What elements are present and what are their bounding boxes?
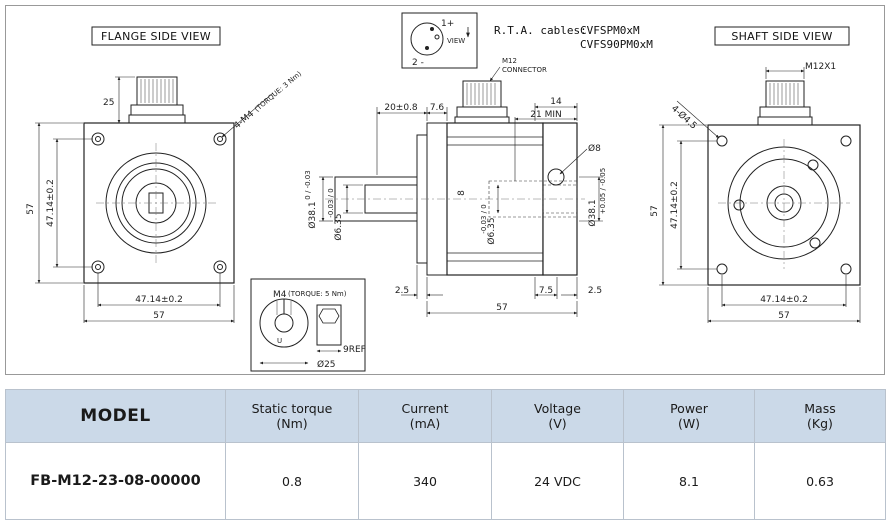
flange-dim-height: 57 xyxy=(26,203,36,214)
side-dim-right-tol: +0.05 / -0.05 xyxy=(599,168,607,214)
header-power: Power(W) xyxy=(623,389,755,443)
cell-model: FB-M12-23-08-00000 xyxy=(5,442,226,520)
cell-mass: 0.63 xyxy=(754,442,886,520)
cell-static-torque: 0.8 xyxy=(225,442,359,520)
side-dim-shaft-tol: 0 / -0.03 xyxy=(304,170,312,199)
spec-table: MODEL Static torque(Nm) Current(mA) Volt… xyxy=(5,389,886,520)
detail-m4: M4 xyxy=(273,290,287,300)
side-dim-14: 14 xyxy=(550,97,562,107)
view-label: VIEW xyxy=(447,37,465,45)
shaft-dim-m12: M12X1 xyxy=(805,62,836,72)
header-voltage: Voltage(V) xyxy=(491,389,624,443)
side-dim-7-6: 7.6 xyxy=(430,103,445,113)
header-mass: Mass(Kg) xyxy=(754,389,886,443)
cable-2: CVFS90PM0xM xyxy=(580,38,653,51)
side-dim-shaft-dia: Ø38.1 xyxy=(307,201,318,228)
side-dim-2-5-right: 2.5 xyxy=(588,286,602,296)
clamp-detail: U M4 (TORQUE: 5 Nm) 9REF Ø25 xyxy=(250,278,366,372)
cell-current: 340 xyxy=(358,442,492,520)
side-dim-bore-tol: -0.03 / 0 xyxy=(480,204,488,233)
side-dim-7-5: 7.5 xyxy=(539,286,553,296)
pin-1-label: 1+ xyxy=(441,19,454,29)
flange-dim-inner-height: 47.14±0.2 xyxy=(46,179,56,227)
shaft-dim-inner-width: 47.14±0.2 xyxy=(760,295,808,305)
side-dim-right-dia: Ø38.1 xyxy=(587,199,598,226)
flange-dim-25: 25 xyxy=(103,98,114,108)
side-dim-21min: 21 MIN xyxy=(530,110,561,120)
side-dim-length: 57 xyxy=(496,303,507,313)
side-dim-shaft-small-tol: -0.03 / 0 xyxy=(327,188,335,217)
flange-side-view: FLANGE SIDE VIEW 25 4-M4 xyxy=(26,26,303,323)
cell-power: 8.1 xyxy=(623,442,755,520)
side-dim-8hole: Ø8 xyxy=(588,143,601,154)
shaft-dim-inner-height: 47.14±0.2 xyxy=(670,181,680,229)
table-row: FB-M12-23-08-00000 0.8 340 24 VDC 8.1 0.… xyxy=(5,442,886,520)
detail-ref: 9REF xyxy=(343,345,366,355)
shaft-view-title: SHAFT SIDE VIEW xyxy=(731,30,832,43)
side-dim-2-5-left: 2.5 xyxy=(395,286,409,296)
cell-voltage: 24 VDC xyxy=(491,442,624,520)
header-static-torque: Static torque(Nm) xyxy=(225,389,359,443)
table-header-row: MODEL Static torque(Nm) Current(mA) Volt… xyxy=(5,389,886,443)
side-dim-bore-dia: Ø6.35 xyxy=(486,217,497,244)
side-view: M12 CONNECTOR Ø8 8 xyxy=(304,57,607,317)
header-model: MODEL xyxy=(5,389,226,443)
cable-1: CVFSPM0xM xyxy=(580,24,640,37)
shaft-side-view: SHAFT SIDE VIEW M12X1 20 4-Ø4 xyxy=(650,26,861,323)
header-current: Current(mA) xyxy=(358,389,492,443)
side-dim-shaft-small-dia: Ø6.35 xyxy=(333,213,344,240)
connector-label-connector: CONNECTOR xyxy=(502,66,547,74)
connector-label-m12: M12 xyxy=(502,57,517,65)
shaft-dim-width: 57 xyxy=(778,311,789,321)
flange-dim-inner-width: 47.14±0.2 xyxy=(135,295,183,305)
flange-view-title: FLANGE SIDE VIEW xyxy=(101,30,211,43)
shaft-dim-height: 57 xyxy=(650,205,660,216)
connector-pin-view: 1+ 2 - VIEW xyxy=(401,12,478,69)
flange-dim-width: 57 xyxy=(153,311,164,321)
cables-label: R.T.A. cables: xyxy=(494,24,587,37)
technical-drawing: FLANGE SIDE VIEW 25 4-M4 xyxy=(5,5,885,375)
detail-torque: (TORQUE: 5 Nm) xyxy=(288,290,347,298)
detail-dia: Ø25 xyxy=(317,359,336,370)
side-dim-20: 20±0.8 xyxy=(384,103,418,113)
pin-2-label: 2 - xyxy=(412,58,424,68)
side-dim-8: 8 xyxy=(457,190,467,196)
detail-u-label: U xyxy=(277,337,282,345)
